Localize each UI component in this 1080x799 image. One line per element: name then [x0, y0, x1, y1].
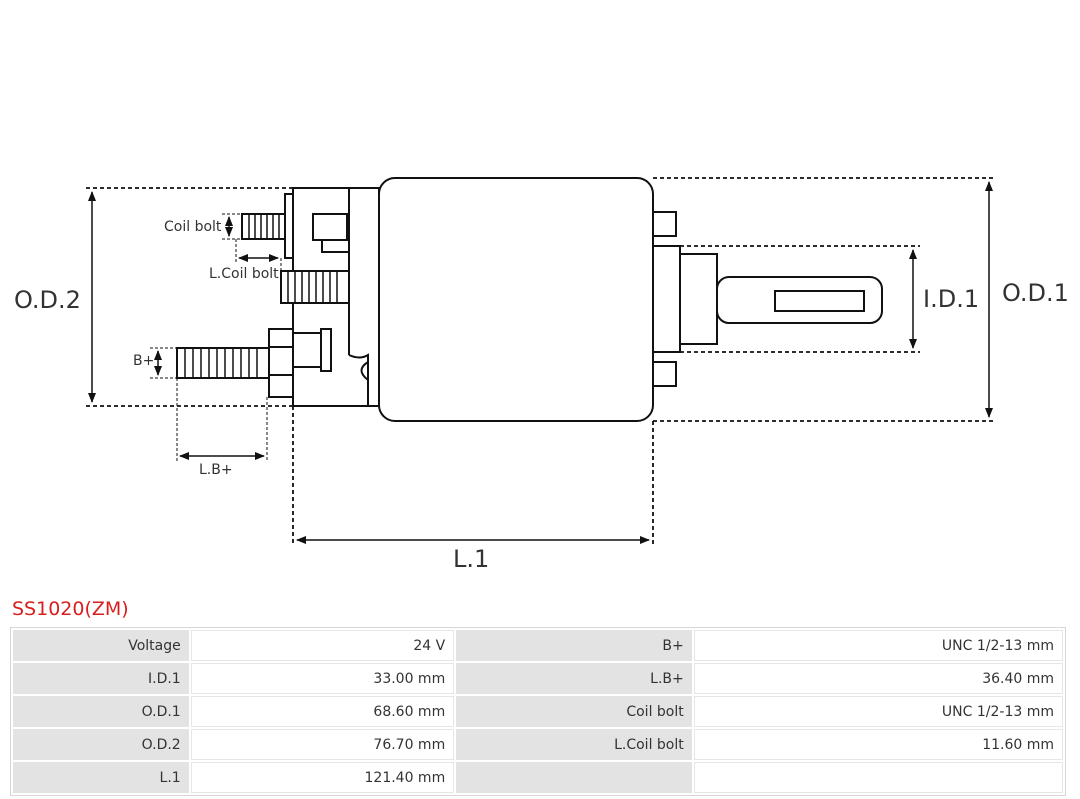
solenoid-drawing	[86, 177, 995, 545]
spec-value: 76.70 mm	[190, 729, 455, 760]
lb-plus-label: L.B+	[199, 462, 233, 478]
product-code: SS1020(ZM)	[12, 598, 129, 620]
plunger-seal	[652, 245, 681, 353]
table-row: L.1 121.40 mm	[13, 762, 1063, 793]
id1-label: I.D.1	[923, 285, 980, 313]
b-plus-label: B+	[133, 353, 155, 369]
spec-key: I.D.1	[13, 663, 189, 694]
od2-label: O.D.2	[14, 286, 81, 314]
spec-value: 33.00 mm	[190, 663, 455, 694]
spec-key: L.Coil bolt	[456, 729, 692, 760]
spec-value: 11.60 mm	[693, 729, 1063, 760]
spec-value: UNC 1/2-13 mm	[693, 630, 1063, 661]
table-row: I.D.1 33.00 mm L.B+ 36.40 mm	[13, 663, 1063, 694]
table-row: O.D.2 76.70 mm L.Coil bolt 11.60 mm	[13, 729, 1063, 760]
spec-key: O.D.2	[13, 729, 189, 760]
table-row: O.D.1 68.60 mm Coil bolt UNC 1/2-13 mm	[13, 696, 1063, 727]
spec-key	[456, 762, 692, 793]
table-row: Voltage 24 V B+ UNC 1/2-13 mm	[13, 630, 1063, 661]
spec-value: 24 V	[190, 630, 455, 661]
spec-value: 36.40 mm	[693, 663, 1063, 694]
spec-key: Voltage	[13, 630, 189, 661]
spec-value: 121.40 mm	[190, 762, 455, 793]
spec-key: L.1	[13, 762, 189, 793]
spec-key: Coil bolt	[456, 696, 692, 727]
l1-label: L.1	[453, 545, 490, 573]
solenoid-body	[378, 177, 654, 422]
spec-value: UNC 1/2-13 mm	[693, 696, 1063, 727]
solenoid-diagram: O.D.2 O.D.1 I.D.1 L.1 L.B+ B+ Coil bolt …	[14, 177, 1069, 573]
l-coil-bolt	[280, 270, 350, 304]
b-plus-terminal	[176, 347, 270, 379]
spec-value	[693, 762, 1063, 793]
spec-key: O.D.1	[13, 696, 189, 727]
spec-key: L.B+	[456, 663, 692, 694]
spec-value: 68.60 mm	[190, 696, 455, 727]
od1-label: O.D.1	[1002, 279, 1069, 307]
spec-table: Voltage 24 V B+ UNC 1/2-13 mm I.D.1 33.0…	[10, 627, 1066, 796]
l-coil-bolt-label: L.Coil bolt	[209, 266, 279, 282]
spec-key: B+	[456, 630, 692, 661]
coil-bolt-label: Coil bolt	[164, 219, 222, 235]
